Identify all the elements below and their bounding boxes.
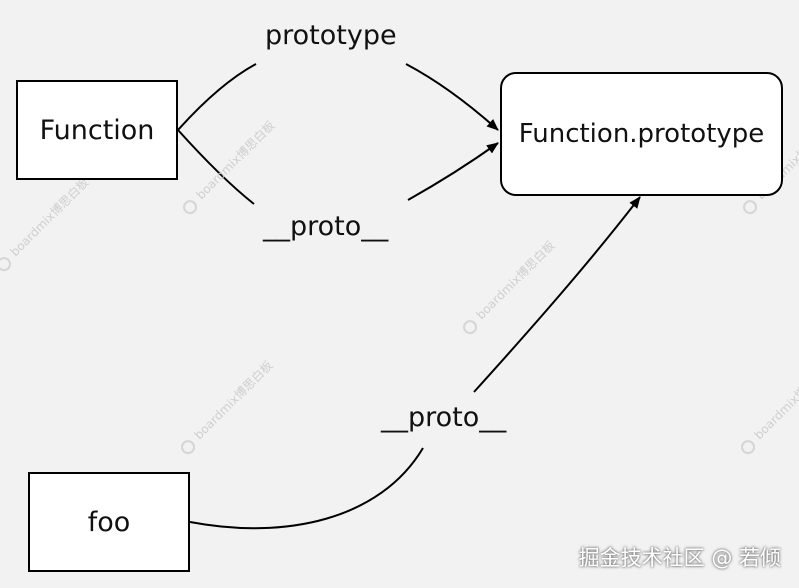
edge-function-proto-left [177,129,255,205]
edge-label-prototype: prototype [265,20,397,51]
node-foo-label: foo [87,506,131,538]
edge-foo-proto-lower [189,447,424,530]
edge-function-prototype-right [405,63,499,131]
node-function-label: Function [39,114,155,146]
node-foo: foo [28,472,190,572]
node-function: Function [16,80,178,180]
edge-label-function-proto: __proto__ [263,211,389,242]
node-function-prototype-label: Function.prototype [518,119,765,149]
edge-foo-proto-upper [473,196,641,393]
node-function-prototype: Function.prototype [500,72,783,196]
edge-label-foo-proto: __proto__ [381,402,507,433]
footer-credit: 掘金技术社区 @ 若倾 [578,546,781,570]
edge-function-proto-right [407,142,499,201]
edge-function-prototype-left [177,63,257,131]
